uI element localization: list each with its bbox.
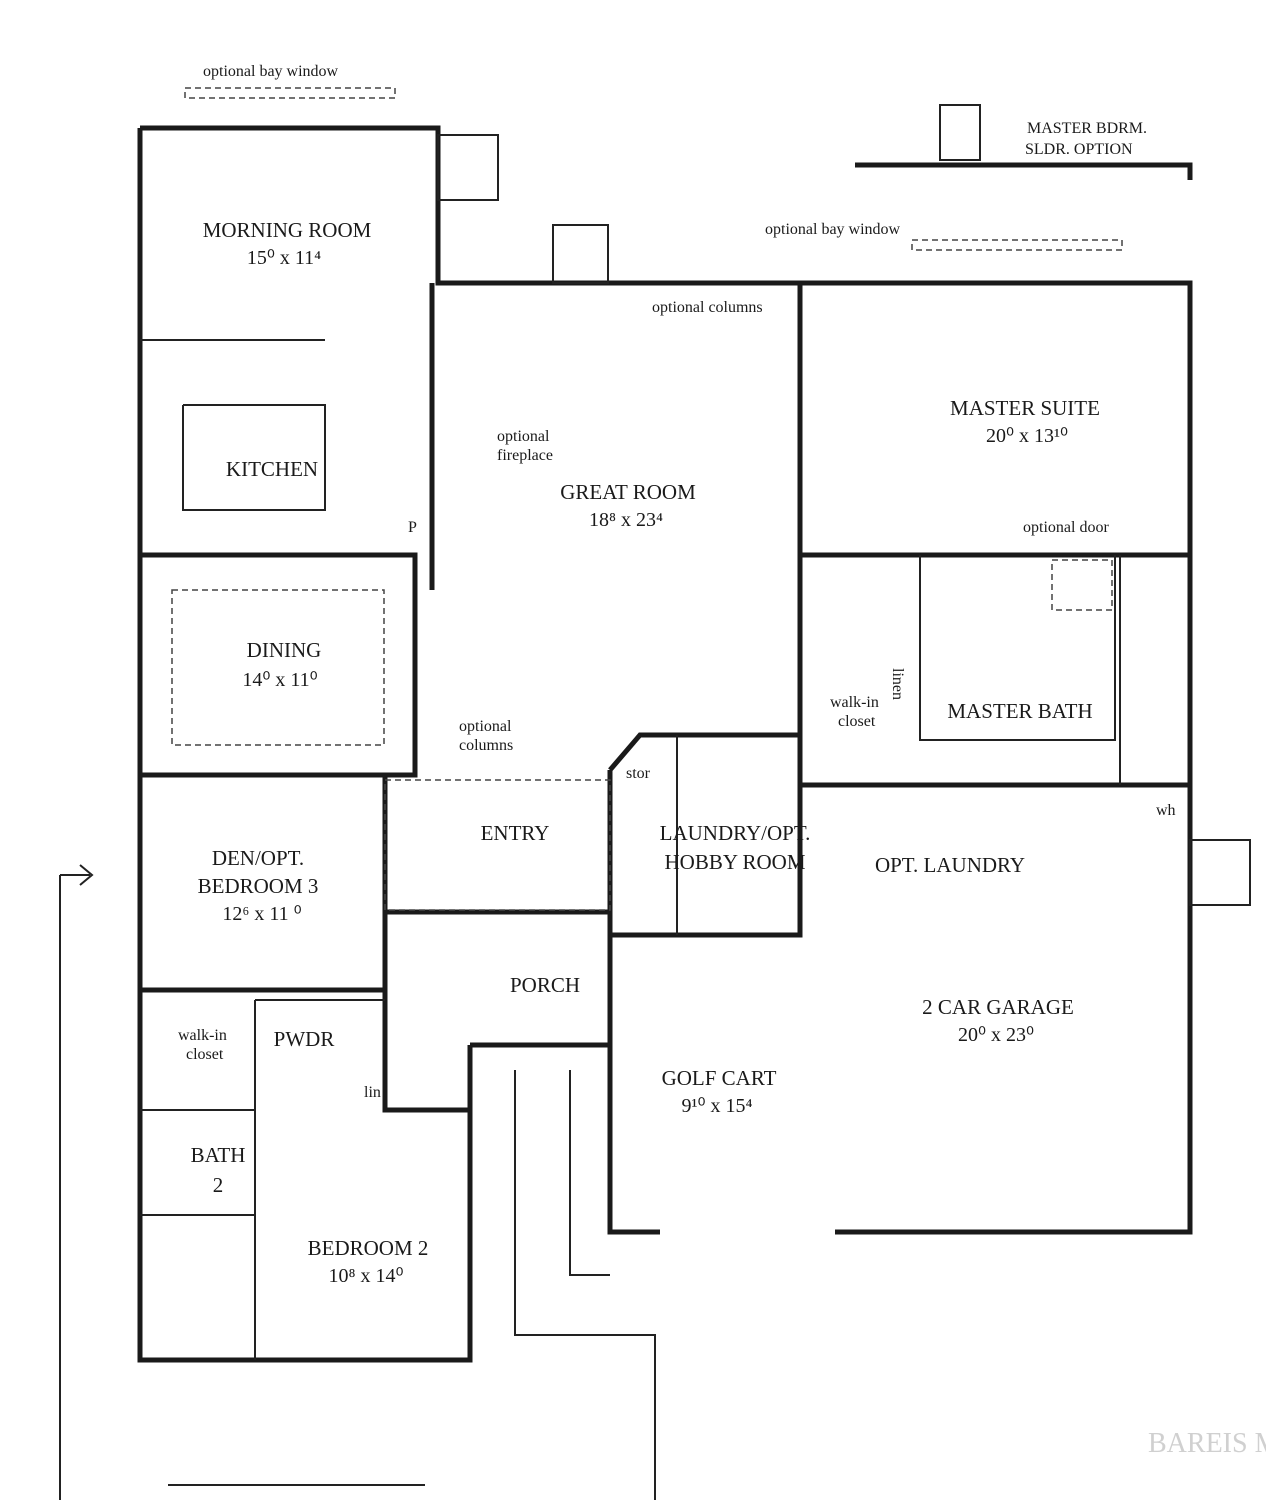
room-entry: ENTRY bbox=[481, 821, 550, 845]
note-walkin: closet bbox=[186, 1046, 224, 1063]
note-bay-window: optional bay window bbox=[765, 221, 901, 238]
room-dims: 12⁶ x 11 ⁰ bbox=[222, 903, 301, 925]
room-name: DEN/OPT. bbox=[212, 846, 304, 870]
room-dims: 9¹⁰ x 15⁴ bbox=[682, 1095, 753, 1117]
room-name: MORNING ROOM bbox=[203, 218, 372, 242]
room-name: GREAT ROOM bbox=[560, 480, 696, 504]
room-name: 2 bbox=[213, 1173, 224, 1197]
note-master-sldr: SLDR. OPTION bbox=[1025, 141, 1133, 158]
room-name: MASTER SUITE bbox=[950, 396, 1100, 420]
room-name: BATH bbox=[191, 1143, 246, 1167]
room-den: DEN/OPT. BEDROOM 3 12⁶ x 11 ⁰ bbox=[198, 846, 319, 925]
room-master-suite: MASTER SUITE 20⁰ x 13¹⁰ bbox=[950, 396, 1100, 447]
room-name: 2 CAR GARAGE bbox=[922, 995, 1074, 1019]
room-bedroom2: BEDROOM 2 10⁸ x 14⁰ bbox=[308, 1236, 429, 1287]
room-dims: 18⁸ x 23⁴ bbox=[589, 509, 663, 531]
room-dining: DINING 14⁰ x 11⁰ bbox=[242, 638, 321, 691]
room-pwdr: PWDR bbox=[274, 1027, 335, 1051]
note-walkin: walk-in bbox=[830, 694, 879, 711]
room-golf-cart: GOLF CART 9¹⁰ x 15⁴ bbox=[662, 1066, 777, 1117]
room-name: BEDROOM 2 bbox=[308, 1236, 429, 1260]
room-name: GOLF CART bbox=[662, 1066, 777, 1090]
room-laundry: LAUNDRY/OPT. HOBBY ROOM bbox=[660, 821, 811, 874]
note-columns: optional bbox=[459, 718, 512, 735]
note-bay-window: optional bay window bbox=[203, 63, 339, 80]
room-dims: 10⁸ x 14⁰ bbox=[329, 1265, 404, 1287]
note-lin: lin bbox=[364, 1084, 381, 1101]
note-columns: columns bbox=[459, 737, 513, 754]
note-optional-door: optional door bbox=[1023, 519, 1109, 536]
annotations: optional bay window optional bay window … bbox=[178, 63, 1176, 1101]
watermark-logo: BAREIS MLS bbox=[1148, 1428, 1266, 1459]
room-garage: 2 CAR GARAGE 20⁰ x 23⁰ bbox=[922, 995, 1074, 1046]
optional-elements bbox=[59, 87, 1251, 1500]
room-name: LAUNDRY/OPT. bbox=[660, 821, 811, 845]
room-porch: PORCH bbox=[510, 973, 580, 997]
room-morning-room: MORNING ROOM 15⁰ x 11⁴ bbox=[203, 218, 372, 269]
room-dims: 14⁰ x 11⁰ bbox=[242, 669, 317, 691]
room-name: DINING bbox=[247, 638, 322, 662]
room-name: HOBBY ROOM bbox=[665, 850, 806, 874]
room-bath2: BATH 2 bbox=[191, 1143, 246, 1197]
note-pantry: P bbox=[408, 519, 417, 536]
room-dims: 15⁰ x 11⁴ bbox=[247, 247, 321, 269]
room-dims: 20⁰ x 23⁰ bbox=[958, 1024, 1034, 1046]
note-stor: stor bbox=[626, 765, 651, 782]
note-walkin: closet bbox=[838, 713, 876, 730]
note-water-heater: wh bbox=[1156, 802, 1176, 819]
note-master-sldr: MASTER BDRM. bbox=[1027, 120, 1147, 137]
room-opt-laundry: OPT. LAUNDRY bbox=[875, 853, 1025, 877]
note-fireplace: fireplace bbox=[497, 447, 553, 464]
room-great-room: GREAT ROOM 18⁸ x 23⁴ bbox=[560, 480, 696, 531]
note-linen: linen bbox=[889, 668, 906, 700]
room-dims: 20⁰ x 13¹⁰ bbox=[986, 425, 1068, 447]
note-fireplace: optional bbox=[497, 428, 550, 445]
room-kitchen: KITCHEN bbox=[226, 457, 318, 481]
note-columns: optional columns bbox=[652, 299, 763, 316]
entry-arrow-icon bbox=[60, 864, 94, 886]
room-master-bath: MASTER BATH bbox=[947, 699, 1092, 723]
room-name: BEDROOM 3 bbox=[198, 874, 319, 898]
note-walkin: walk-in bbox=[178, 1027, 227, 1044]
